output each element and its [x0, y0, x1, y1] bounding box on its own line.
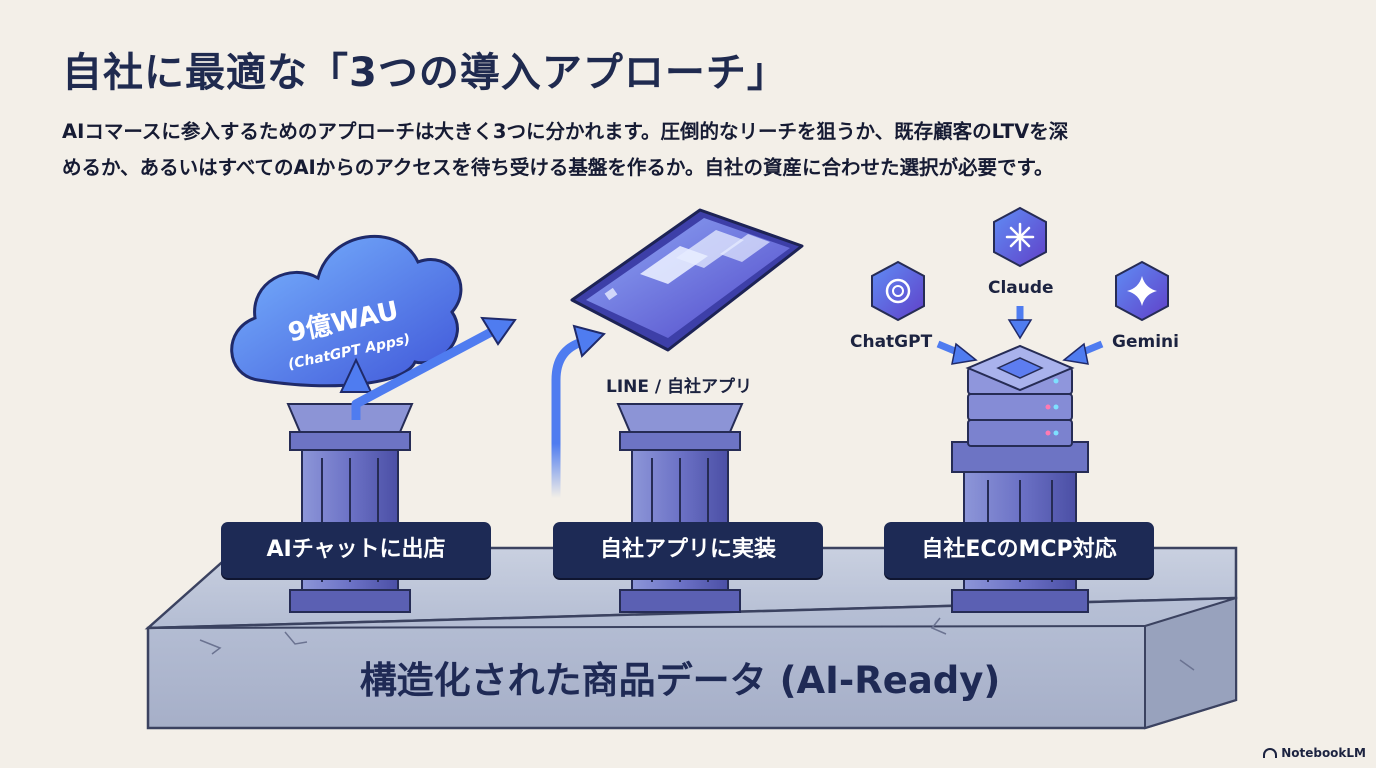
- agent-label-chatgpt: ChatGPT: [850, 332, 933, 352]
- approach-label-own-app: 自社アプリに実装: [553, 522, 823, 578]
- description-line-1: AIコマースに参入するためのアプローチは大きく3つに分かれます。圧倒的なリーチを…: [62, 120, 1069, 143]
- notebooklm-text: NotebookLM: [1281, 746, 1366, 760]
- cloud-icon: [230, 235, 463, 388]
- approach-label-mcp: 自社ECのMCP対応: [884, 522, 1154, 578]
- growth-arrow-icon: [339, 316, 517, 440]
- server-stack-icon: [965, 344, 1075, 447]
- notebooklm-icon: [1263, 748, 1278, 758]
- notebooklm-watermark: NotebookLM: [1263, 746, 1366, 760]
- description: AIコマースに参入するためのアプローチは大きく3つに分かれます。圧倒的なリーチを…: [62, 114, 1322, 186]
- page-title: 自社に最適な「3つの導入アプローチ」: [62, 50, 788, 96]
- agent-label-gemini: Gemini: [1112, 332, 1179, 352]
- caption-line-app: LINE / 自社アプリ: [606, 377, 753, 397]
- upward-arrow-icon: [551, 324, 606, 498]
- agent-arrows: [936, 306, 1104, 365]
- pillar-1: [286, 403, 414, 613]
- description-line-2: めるか、あるいはすべてのAIからのアクセスを待ち受ける基盤を作るか。自社の資産に…: [62, 156, 1054, 179]
- foundation-label: 構造化された商品データ (AI-Ready): [359, 659, 1001, 702]
- approach-label-ai-chat: AIチャットに出店: [221, 522, 491, 578]
- pillar-2: [616, 403, 744, 613]
- chatgpt-icon: [871, 260, 925, 322]
- gemini-icon: [1115, 260, 1169, 322]
- claude-icon: [993, 206, 1047, 268]
- agent-label-claude: Claude: [988, 278, 1054, 298]
- smartphone-icon: [570, 208, 804, 352]
